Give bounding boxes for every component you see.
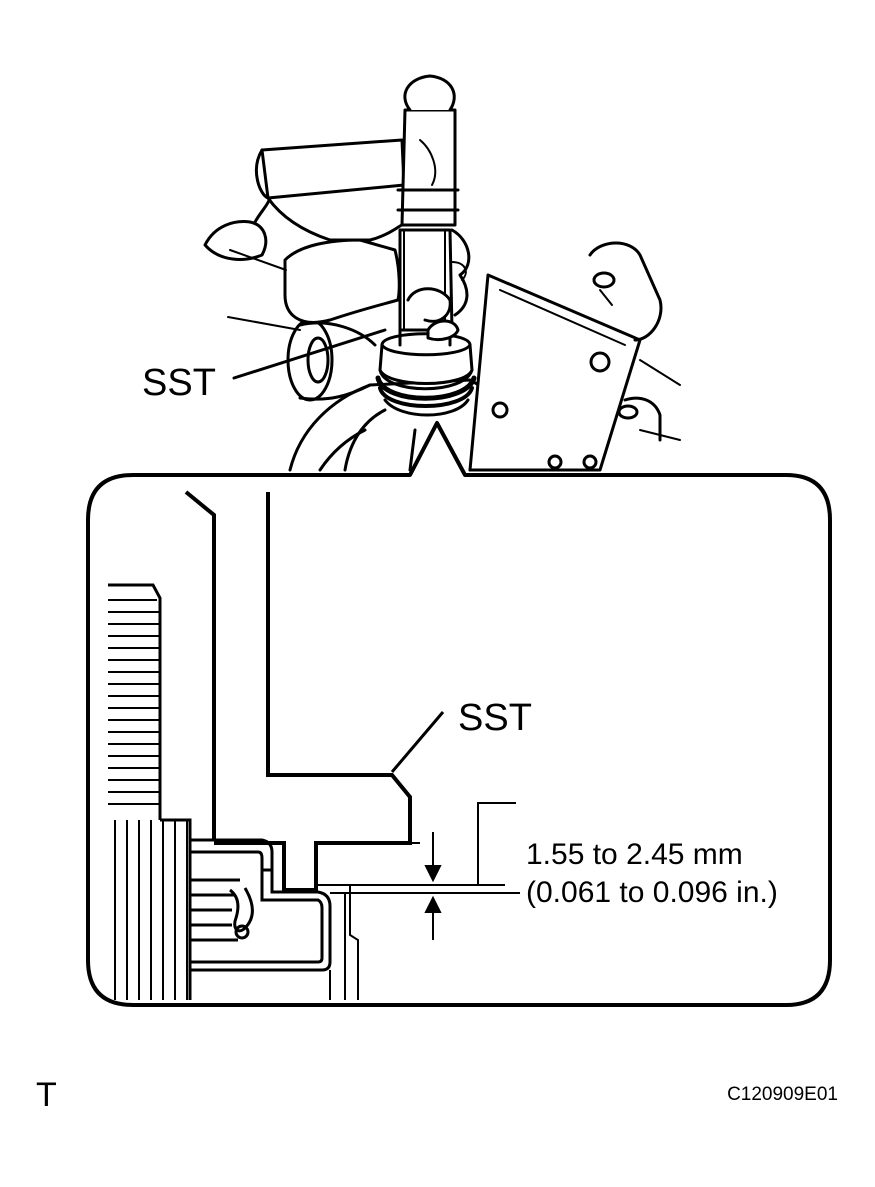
sst-top-leader bbox=[232, 328, 387, 380]
sst-detail-leader bbox=[390, 711, 445, 773]
hammer-installation-scene bbox=[203, 74, 681, 472]
hammer bbox=[260, 74, 460, 227]
sst-tool-section bbox=[184, 490, 412, 892]
transaxle-housing bbox=[227, 241, 681, 472]
dimension-label-mm: 1.55 to 2.45 mm bbox=[526, 838, 743, 871]
figure-code: C120909E01 bbox=[727, 1084, 838, 1105]
dimension-indicator bbox=[410, 802, 520, 940]
dimension-label-in: (0.061 to 0.096 in.) bbox=[526, 876, 778, 909]
technician-hands bbox=[203, 148, 471, 342]
oil-seal-section bbox=[190, 838, 332, 972]
sst-label-top: SST bbox=[142, 362, 216, 404]
corner-mark: T bbox=[36, 1076, 57, 1114]
case-bore-section bbox=[318, 884, 505, 1000]
sst-label-detail: SST bbox=[458, 697, 532, 739]
seal-cross-section bbox=[108, 490, 520, 1000]
